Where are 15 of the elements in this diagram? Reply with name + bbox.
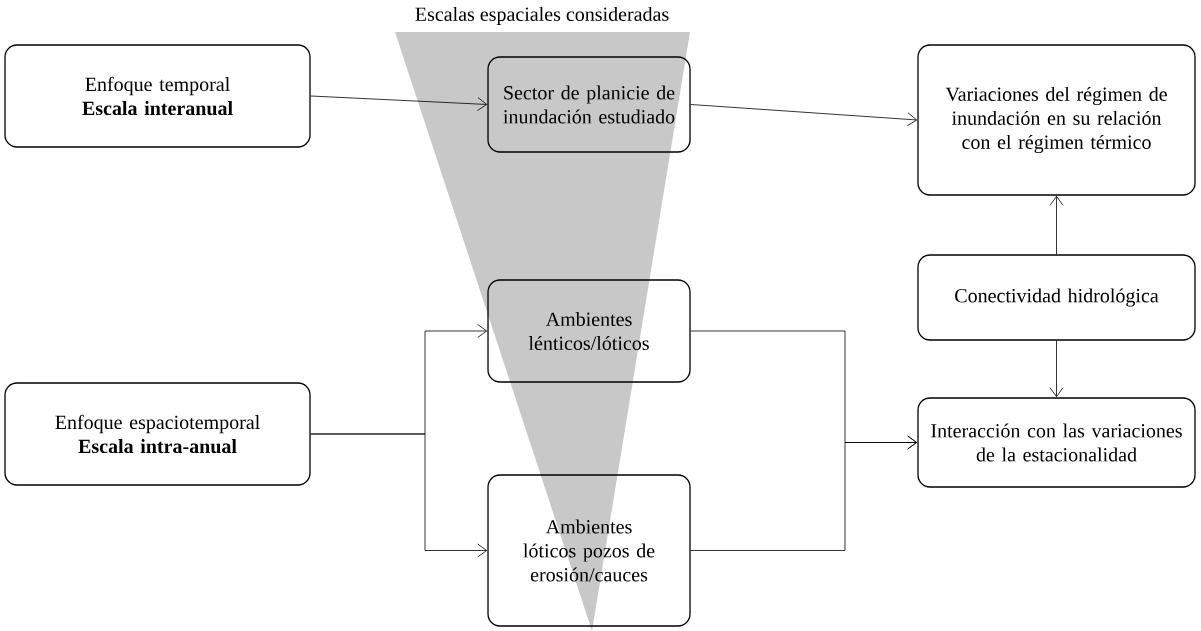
process-box: Interacción con las variaciones de la estacionalidad	[917, 397, 1196, 488]
process-box: Conectividad hidrológica	[917, 254, 1196, 341]
arrow	[310, 95, 488, 111]
arrow	[690, 435, 918, 551]
arrow	[310, 433, 488, 558]
process-box: Variaciones del régimen de inundación en su relación con el régimen térmico	[917, 44, 1196, 196]
arrow	[690, 104, 918, 127]
scale-title: Escalas espaciales consideradas	[415, 6, 669, 26]
arrow	[1049, 340, 1064, 398]
process-box: Ambientes lóticos pozos de erosión/cauces	[487, 474, 691, 627]
process-box: Enfoque temporal Escala interanual	[4, 44, 311, 148]
process-box: Ambientes lénticos/lóticos	[487, 279, 691, 383]
process-box: Enfoque espaciotemporal Escala intra-anual	[4, 382, 311, 486]
process-box: Sector de planicie de inundación estudiado	[487, 56, 691, 153]
arrow	[1049, 195, 1064, 255]
